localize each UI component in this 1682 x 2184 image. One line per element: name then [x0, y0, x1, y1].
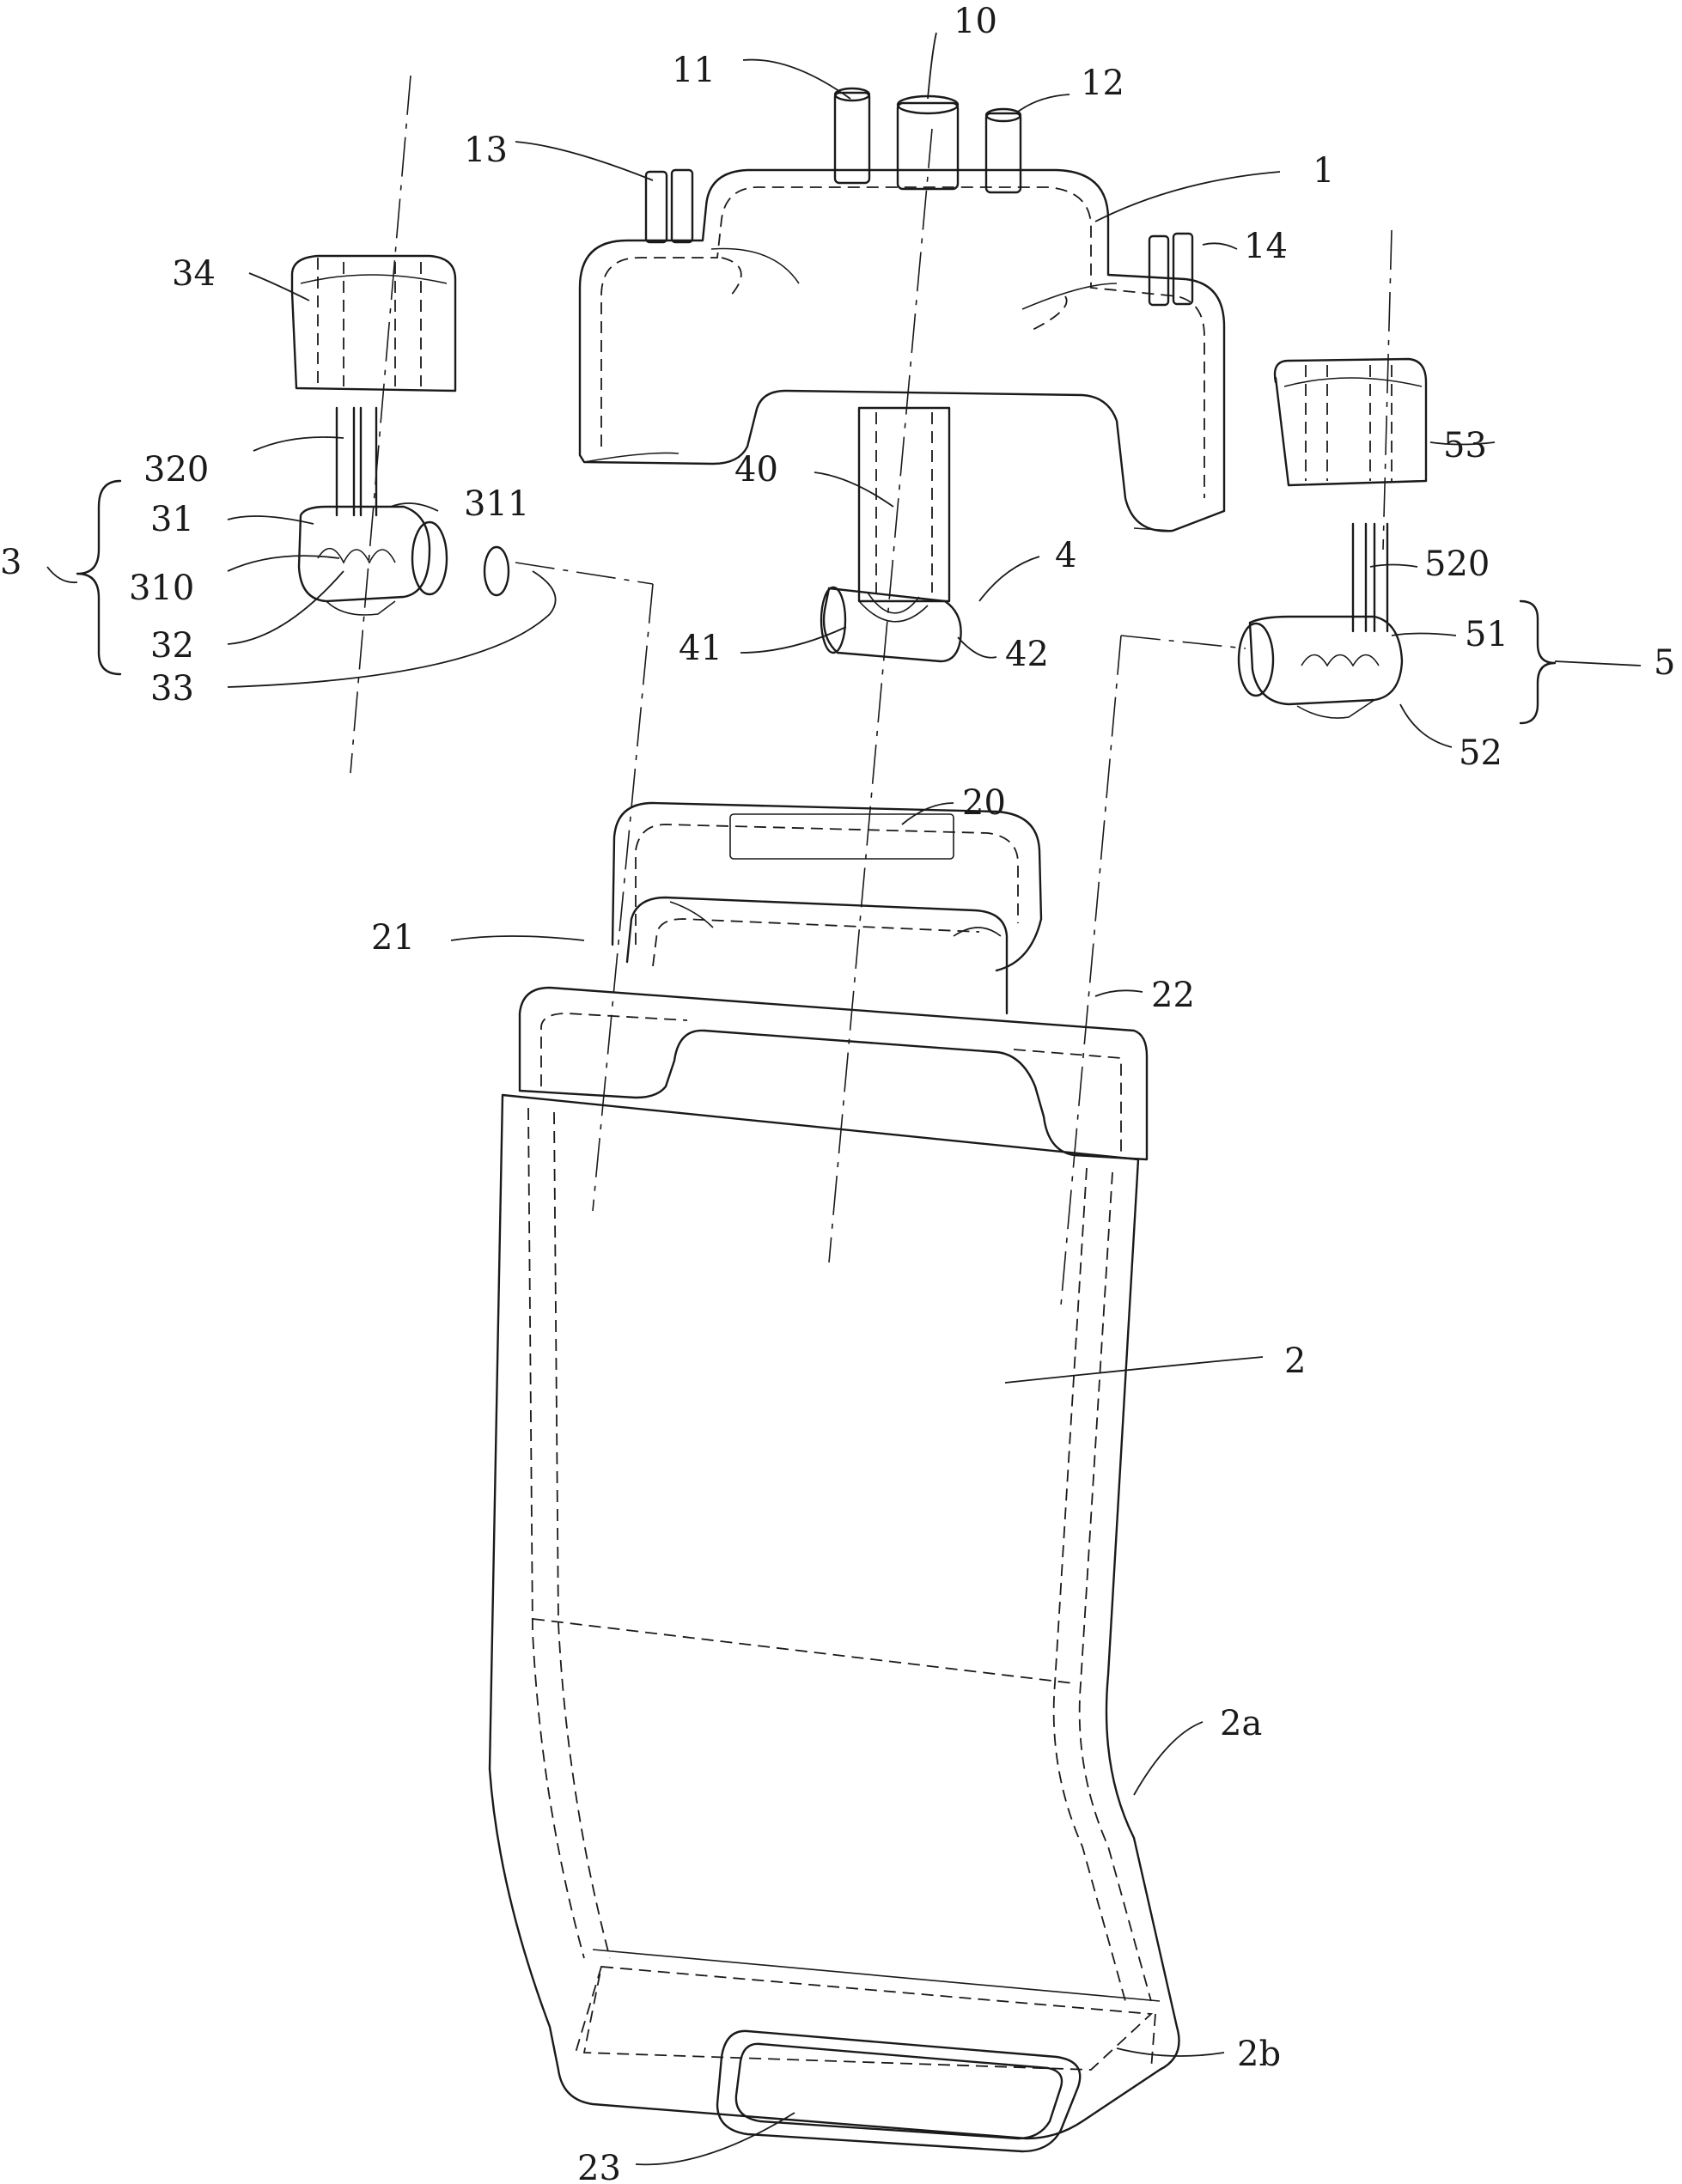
right-valve-assembly — [1237, 357, 1428, 719]
label-51: 51 — [1465, 615, 1508, 654]
label-21: 21 — [371, 918, 415, 958]
brace-3 — [76, 479, 122, 676]
axis-left-vertical — [592, 583, 654, 1212]
label-42: 42 — [1005, 635, 1049, 674]
label-22: 22 — [1151, 976, 1195, 1015]
tube-10 — [896, 101, 960, 191]
axis-right-horizontal — [1120, 635, 1246, 649]
label-320: 320 — [143, 450, 209, 490]
label-11: 11 — [672, 51, 716, 90]
o-ring-33 — [483, 545, 510, 597]
left-valve-assembly — [290, 254, 510, 616]
label-13: 13 — [464, 131, 508, 170]
label-14: 14 — [1244, 227, 1288, 266]
label-53: 53 — [1443, 426, 1487, 465]
tube-12 — [984, 112, 1022, 194]
assembly-braces — [76, 479, 1557, 725]
label-2a: 2a — [1220, 1704, 1262, 1743]
upper-manifold — [578, 87, 1226, 532]
brace-5 — [1519, 599, 1557, 725]
label-3: 3 — [0, 543, 21, 582]
slot-20 — [729, 813, 954, 860]
label-5: 5 — [1654, 643, 1675, 683]
label-10: 10 — [954, 2, 997, 41]
axis-right-vertical — [1060, 635, 1122, 1306]
tube-13 — [644, 170, 668, 244]
label-12: 12 — [1081, 64, 1124, 103]
label-520: 520 — [1424, 544, 1490, 584]
label-2: 2 — [1284, 1341, 1306, 1381]
tube-14 — [1148, 234, 1170, 307]
label-32: 32 — [150, 626, 194, 666]
label-41: 41 — [679, 629, 722, 668]
label-310: 310 — [129, 569, 194, 608]
label-311: 311 — [464, 484, 529, 524]
lower-body — [488, 801, 1180, 2153]
label-40: 40 — [734, 450, 778, 490]
label-20: 20 — [962, 783, 1006, 823]
tube-14b — [1172, 232, 1194, 306]
axis-left-horizontal — [515, 562, 654, 585]
center-axes — [350, 75, 1393, 1306]
axis-center — [828, 128, 933, 1263]
axis-left — [350, 75, 411, 774]
label-23: 23 — [577, 2149, 621, 2184]
axis-right — [1382, 229, 1393, 551]
label-2b: 2b — [1237, 2035, 1281, 2074]
t-connector — [820, 406, 962, 663]
tube-13b — [670, 168, 694, 244]
label-1: 1 — [1313, 151, 1334, 191]
tube-11 — [833, 91, 871, 185]
label-4: 4 — [1055, 536, 1076, 575]
leader-lines — [46, 32, 1642, 2166]
label-52: 52 — [1459, 733, 1502, 773]
label-33: 33 — [150, 669, 194, 709]
label-34: 34 — [172, 254, 216, 294]
label-31: 31 — [150, 500, 194, 539]
